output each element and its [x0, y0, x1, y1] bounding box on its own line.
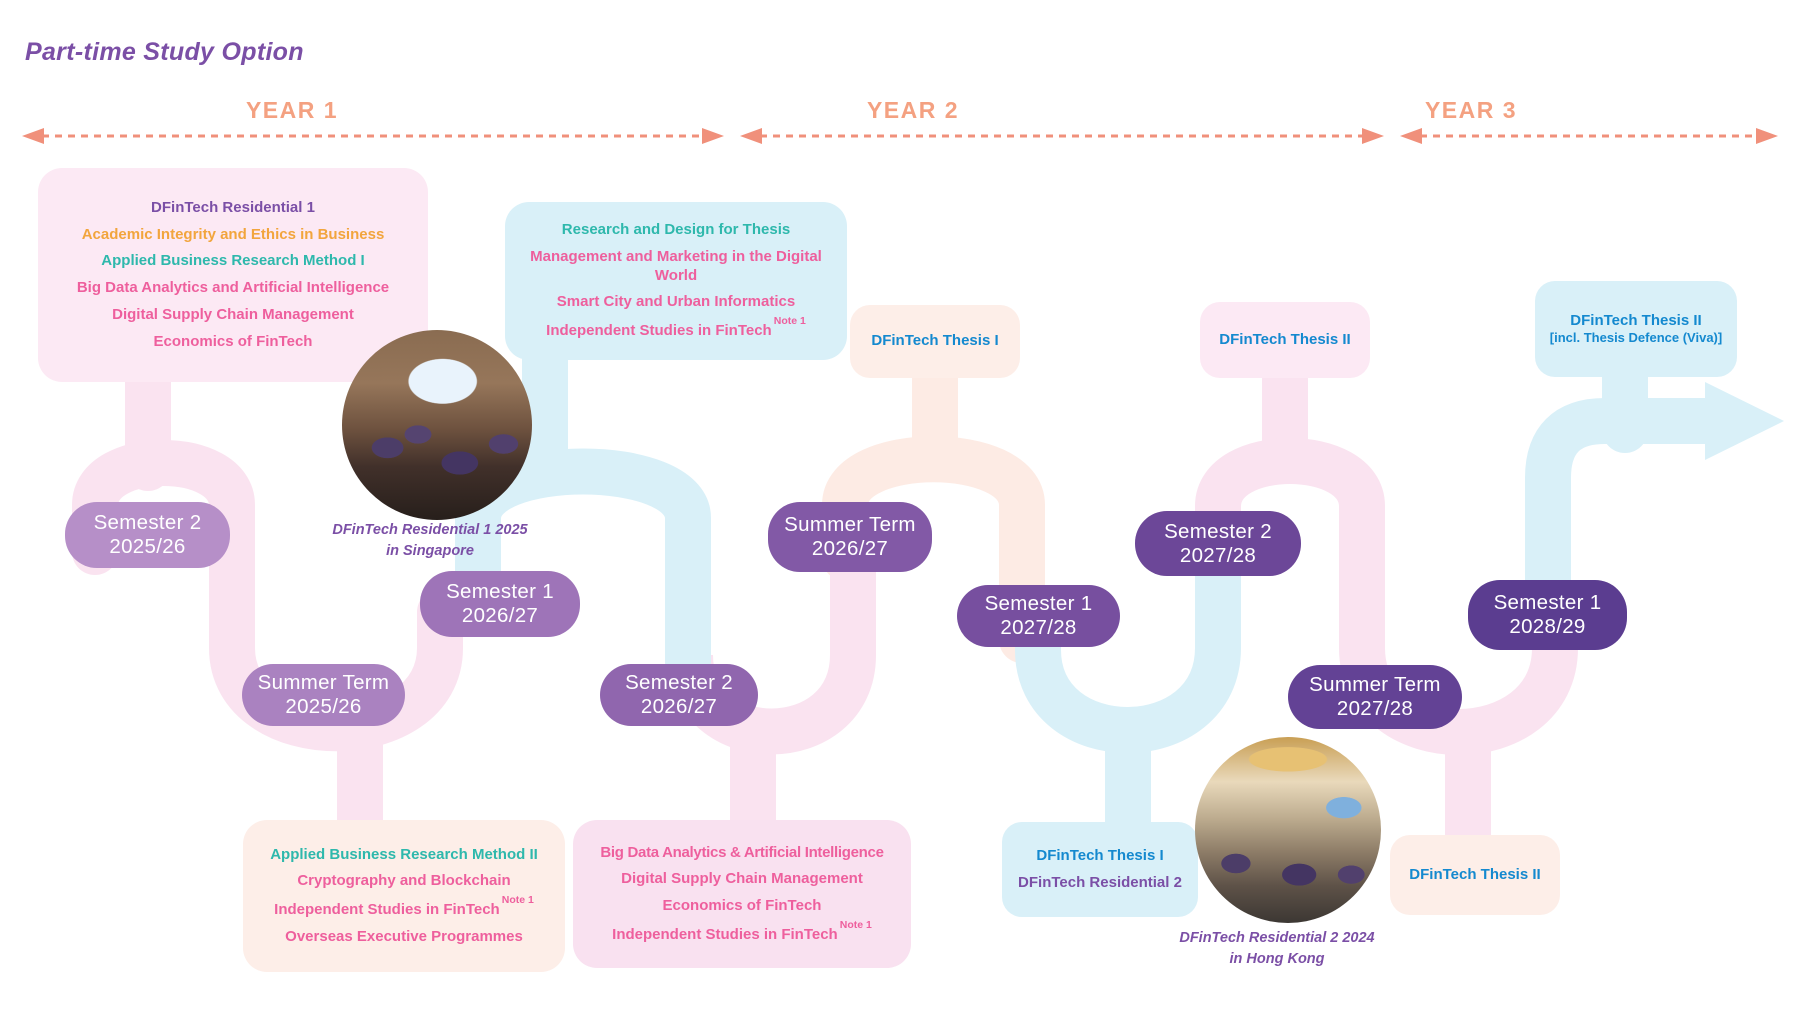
course-line: DFinTech Thesis II [1219, 330, 1351, 348]
course-box-year2-semester2: Big Data Analytics & Artificial Intellig… [573, 820, 911, 968]
course-line: Cryptography and Blockchain [297, 872, 511, 890]
arrow-left-icon [1400, 128, 1422, 144]
year1-timeline-arrow [22, 128, 724, 144]
photo-residential1-singapore [342, 330, 532, 520]
course-line: DFinTech Thesis I [1036, 846, 1164, 864]
course-line: Economics of FinTech [153, 332, 313, 350]
course-line: Overseas Executive Programmes [285, 927, 523, 945]
arrow-right-icon [1362, 128, 1384, 144]
course-box-year1-semester2b: Research and Design for Thesis Managemen… [505, 202, 847, 360]
course-box-summer-term1: Applied Business Research Method II Cryp… [243, 820, 565, 972]
course-line: Independent Studies in FinTechNote 1 [546, 315, 806, 340]
course-line: DFinTech Thesis II [1570, 311, 1702, 329]
year-2-label: YEAR 2 [866, 97, 960, 123]
course-box-thesis2-viva: DFinTech Thesis II [incl. Thesis Defence… [1535, 281, 1737, 377]
course-line: Applied Business Research Method I [101, 252, 365, 270]
pipe-peach [822, 355, 1045, 663]
note-superscript: Note 1 [839, 918, 872, 931]
arrow-right-icon [702, 128, 724, 144]
year2-timeline-arrow [740, 128, 1384, 144]
pipe-cyan [455, 332, 1731, 849]
note-superscript: Note 1 [773, 315, 806, 328]
course-line: Smart City and Urban Informatics [556, 293, 796, 311]
course-line: [incl. Thesis Defence (Viva)] [1549, 330, 1723, 346]
course-line: Applied Business Research Method II [270, 845, 538, 863]
course-line: Economics of FinTech [662, 897, 822, 914]
year-1-label: YEAR 1 [245, 97, 339, 123]
photo-residential2-hongkong [1195, 737, 1381, 923]
course-line: DFinTech Thesis II [1409, 865, 1541, 883]
course-line: Digital Supply Chain Management [112, 305, 354, 323]
course-line: Independent Studies in FinTechNote 1 [274, 894, 534, 918]
pipe-pink [72, 349, 1578, 861]
course-line: DFinTech Residential 2 [1018, 873, 1182, 891]
note-superscript: Note 1 [501, 894, 534, 906]
course-line: DFinTech Thesis I [871, 332, 999, 350]
final-arrow-icon [1705, 382, 1784, 460]
arrow-left-icon [740, 128, 762, 144]
course-line: Big Data Analytics & Artificial Intellig… [600, 843, 884, 861]
page-title: Part-time Study Option [25, 38, 304, 66]
course-box-thesis1-residential2: DFinTech Thesis I DFinTech Residential 2 [1002, 822, 1198, 917]
course-line: Academic Integrity and Ethics in Busines… [81, 225, 385, 243]
course-line: Independent Studies in FinTechNote 1 [612, 918, 872, 943]
course-box-thesis2-top: DFinTech Thesis II [1200, 302, 1370, 378]
year-3-label: YEAR 3 [1424, 97, 1518, 123]
year3-timeline-arrow [1400, 128, 1778, 144]
course-line: Research and Design for Thesis [561, 221, 791, 239]
course-box-year1-semester2: DFinTech Residential 1 Academic Integrit… [38, 168, 428, 382]
course-box-thesis2-bottom: DFinTech Thesis II [1390, 835, 1560, 915]
course-line: Management and Marketing in the Digital … [530, 247, 822, 284]
course-line: Big Data Analytics and Artificial Intell… [76, 279, 390, 296]
arrow-right-icon [1756, 128, 1778, 144]
course-line: Digital Supply Chain Management [621, 870, 863, 888]
course-box-thesis1-top: DFinTech Thesis I [850, 305, 1020, 378]
arrow-left-icon [22, 128, 44, 144]
course-line: DFinTech Residential 1 [151, 198, 315, 216]
